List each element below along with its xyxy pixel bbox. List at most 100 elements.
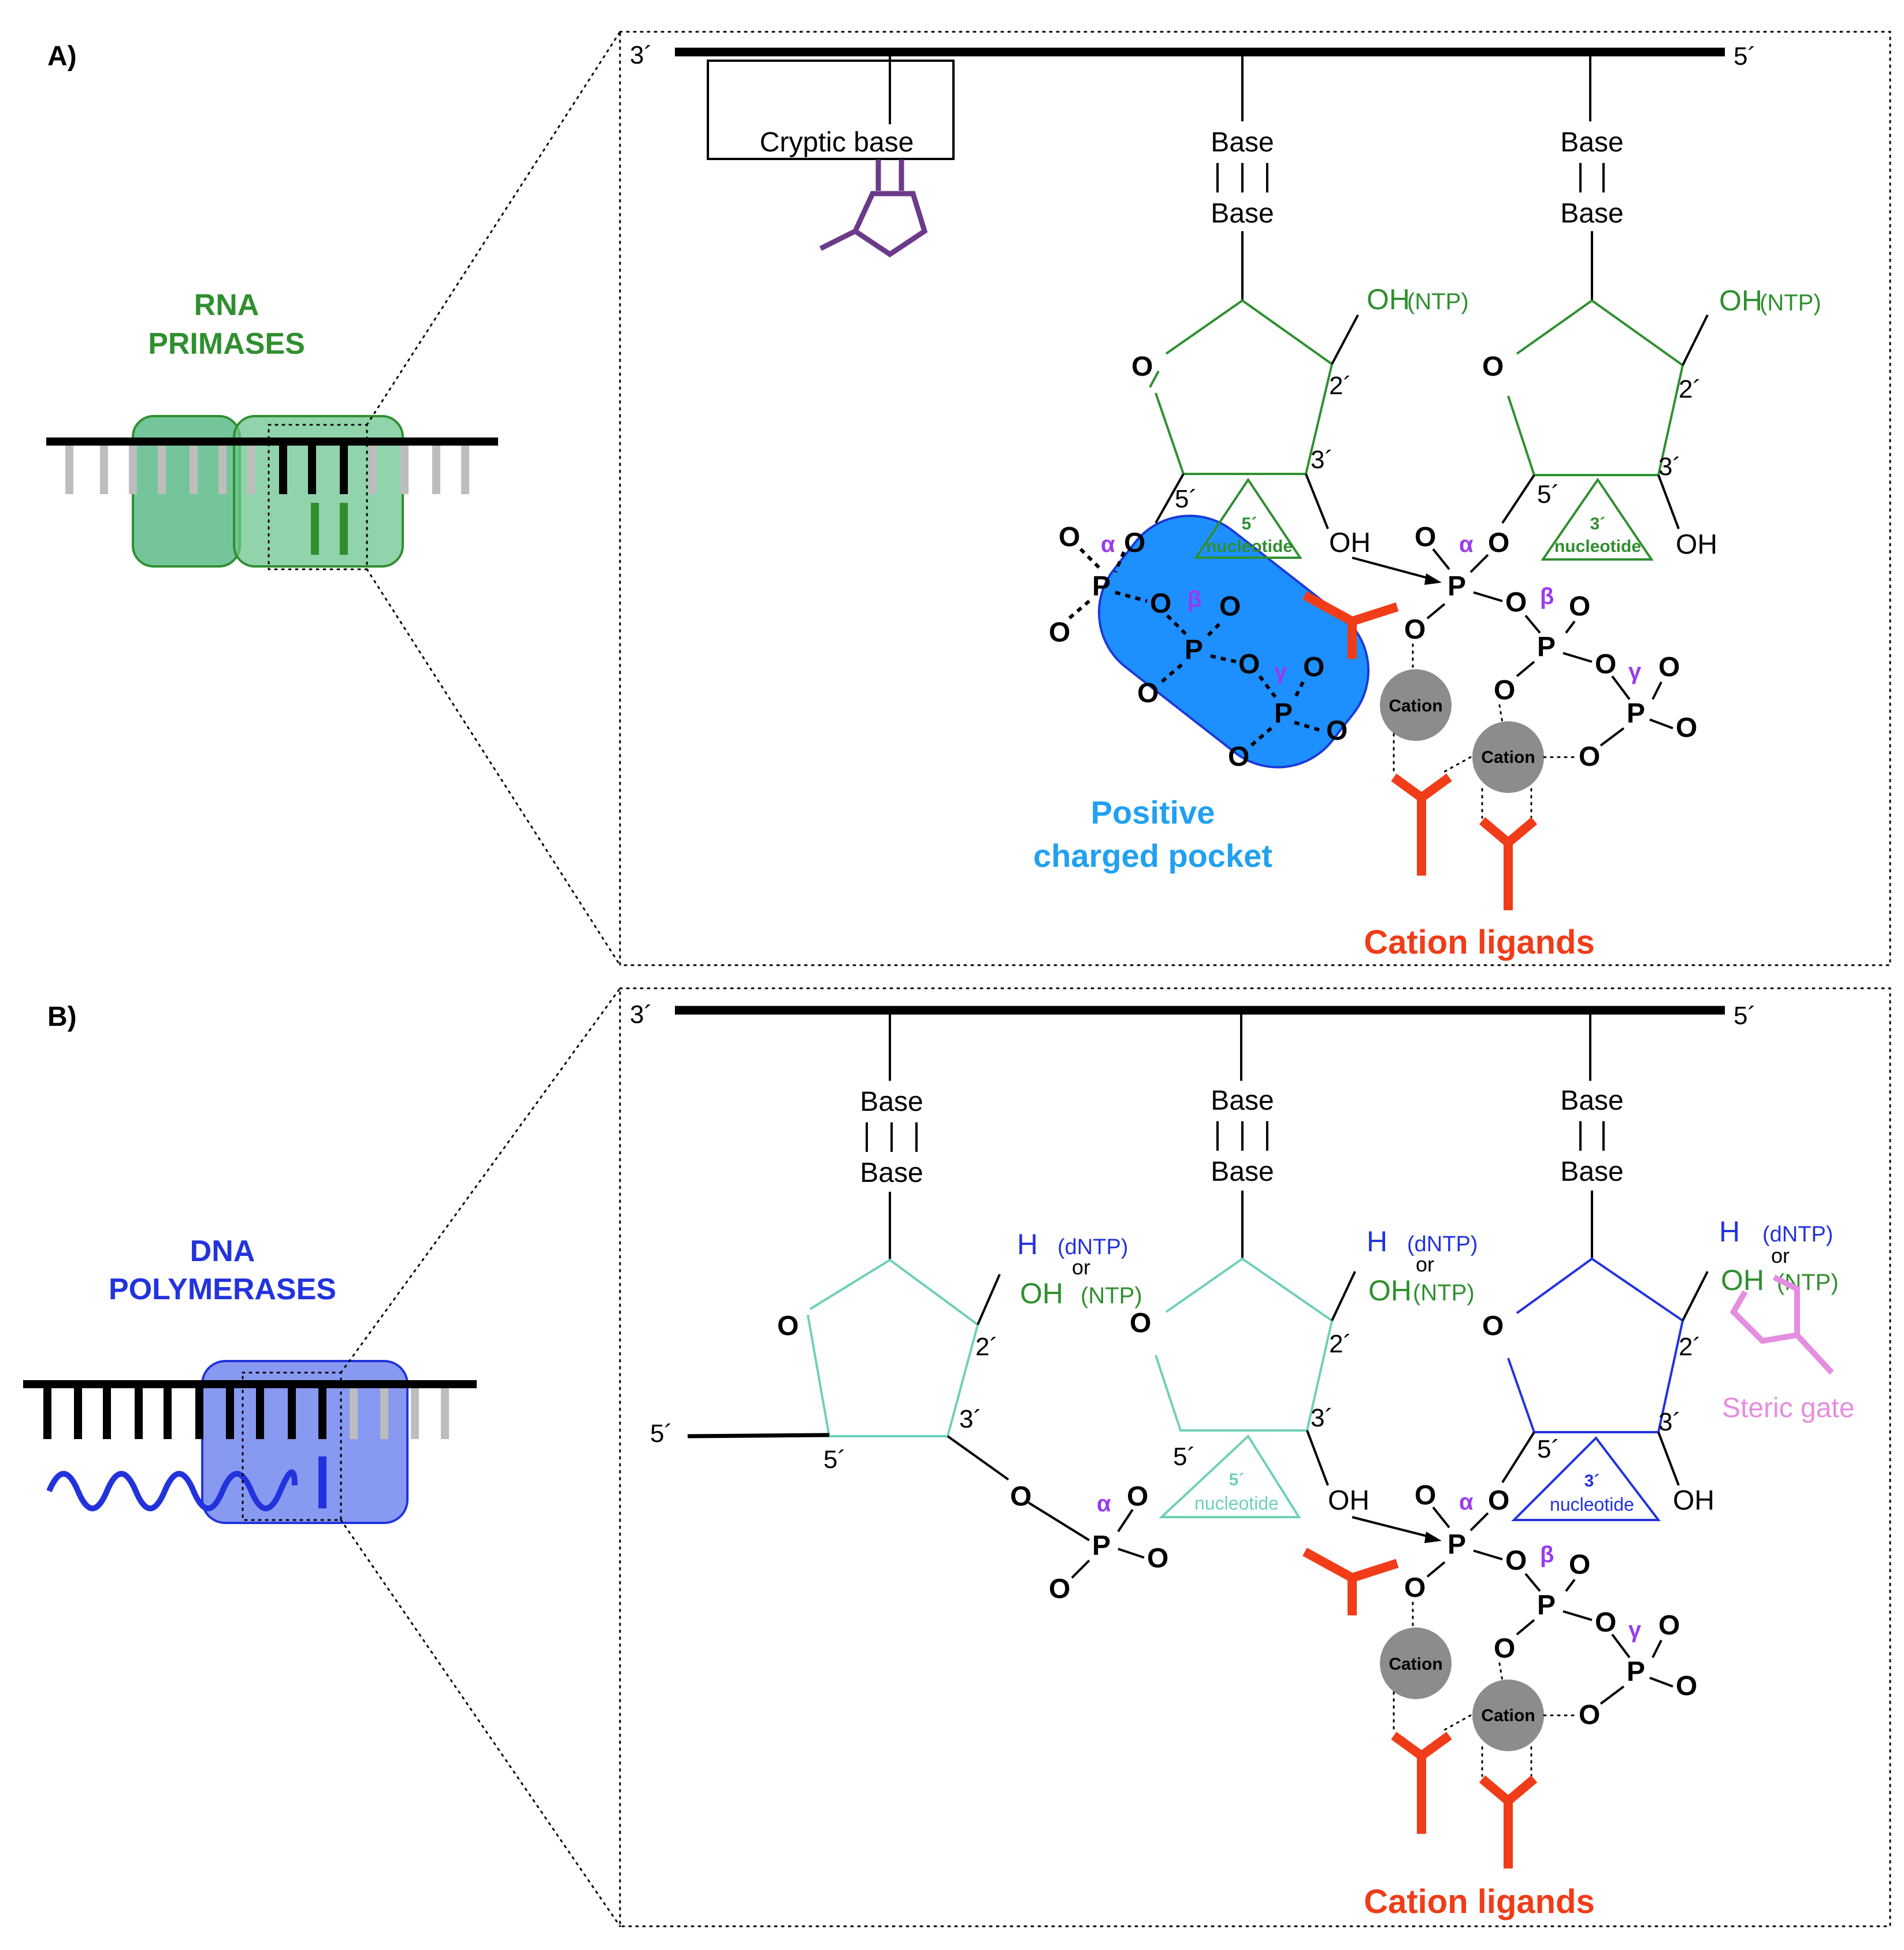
base-bottom: Base bbox=[1211, 198, 1274, 229]
prime-3: 3´ bbox=[959, 1405, 982, 1433]
p-atom: P bbox=[1092, 571, 1111, 602]
o-atom: O bbox=[1488, 528, 1509, 558]
base-bottom: Base bbox=[1560, 198, 1623, 229]
prime-2: 2´ bbox=[1329, 1330, 1352, 1358]
cation-ligands-label: Cation ligands bbox=[1364, 924, 1595, 961]
base-top: Base bbox=[860, 1087, 923, 1117]
prime-3: 3´ bbox=[1658, 453, 1681, 481]
nucleotide-3-label: nucleotide bbox=[1550, 1494, 1634, 1515]
zoom-box-a bbox=[268, 424, 368, 570]
sugar-b-3: O H (dNTP) or OH (NTP) 2´ 3´ 5´ OH 3´ nu… bbox=[1482, 1215, 1854, 1521]
base-pair-b-3: Base Base bbox=[1560, 1010, 1624, 1259]
cation-1 bbox=[1380, 1628, 1452, 1699]
strand-a-3prime: 3´ bbox=[630, 41, 652, 69]
cation-ligands-a: Cation ligands bbox=[1302, 591, 1595, 961]
p-atom: P bbox=[1448, 1529, 1466, 1560]
panel-b: B) DNA POLYMERASES bbox=[23, 987, 1891, 1927]
o-atom: O bbox=[1238, 649, 1260, 680]
nucleotide-3-label: nucleotide bbox=[1554, 537, 1641, 556]
o-atom: O bbox=[1049, 617, 1070, 648]
ligand-y-3 bbox=[1479, 817, 1538, 849]
o-atom: O bbox=[1404, 1573, 1426, 1603]
ntp-label: (NTP) bbox=[1413, 1280, 1475, 1306]
cryptic-sugar-ring bbox=[852, 191, 928, 258]
beta-label: β bbox=[1540, 584, 1554, 609]
o-atom: O bbox=[1150, 588, 1171, 619]
base-pair-b-1: Base Base bbox=[860, 1010, 923, 1260]
panel-a: A) RNA PRIMASES bbox=[46, 31, 1891, 966]
h-label: H bbox=[1719, 1215, 1740, 1248]
o-atom: O bbox=[1404, 614, 1426, 645]
cation-ligands-b: Cation ligands bbox=[1302, 1547, 1595, 1921]
primase-title-line1: RNA bbox=[194, 288, 259, 322]
oh-3prime: OH bbox=[1673, 1485, 1714, 1516]
p-atom: P bbox=[1627, 1656, 1645, 1687]
cation-2-label: Cation bbox=[1481, 748, 1535, 767]
o-atom: O bbox=[1579, 742, 1600, 772]
base-pair-a-2: Base Base bbox=[1560, 52, 1624, 301]
base-top: Base bbox=[1560, 1085, 1623, 1116]
dntp-label: (dNTP) bbox=[1762, 1222, 1833, 1247]
nucleotide-3-prime: 3´ bbox=[1590, 514, 1606, 533]
o-atom: O bbox=[1049, 1574, 1070, 1604]
prime-5: 5´ bbox=[1175, 485, 1197, 513]
cation-1-label: Cation bbox=[1389, 1655, 1442, 1674]
triphosphate-b: O α O P O O β O P O O γ O P O bbox=[1404, 1431, 1697, 1730]
gamma-label: γ bbox=[1628, 1617, 1642, 1643]
template-teeth-b bbox=[43, 1387, 449, 1508]
triphosphate-pocket: O α O P O O β O P O O γ O P O bbox=[1049, 473, 1348, 772]
h-label: H bbox=[1017, 1228, 1038, 1261]
sugar-b-2: O H (dNTP) or OH (NTP) 2´ 3´ 5´ OH 5´ nu… bbox=[1130, 1225, 1478, 1518]
cation-1 bbox=[1380, 669, 1452, 741]
nucleotide-3-triangle bbox=[1541, 477, 1654, 561]
ligand-y-1 bbox=[1302, 1547, 1399, 1583]
o-atom: O bbox=[1579, 1700, 1600, 1730]
oh-ntp-tag: (NTP) bbox=[1760, 290, 1821, 316]
template-teeth-a bbox=[65, 445, 469, 555]
gamma-label: γ bbox=[1274, 659, 1287, 684]
base-pair-b-2: Base Base bbox=[1211, 1010, 1274, 1259]
zoom-frame-a bbox=[619, 31, 1891, 966]
prime-2: 2´ bbox=[975, 1333, 998, 1361]
o-atom: O bbox=[1494, 1633, 1515, 1664]
zoom-frame-b bbox=[619, 987, 1891, 1927]
o-atom: O bbox=[1228, 742, 1249, 772]
base-bottom: Base bbox=[1211, 1156, 1274, 1187]
p-atom: P bbox=[1448, 571, 1466, 602]
o-atom: O bbox=[1147, 1543, 1168, 1574]
prime-3: 3´ bbox=[1311, 446, 1333, 474]
o-atom: O bbox=[1127, 1481, 1148, 1512]
nucleotide-5-label: nucleotide bbox=[1206, 537, 1293, 556]
cations-b: Cation Cation bbox=[1380, 1601, 1578, 1777]
alpha-label: α bbox=[1459, 1489, 1474, 1515]
prime-5: 5´ bbox=[1537, 1435, 1560, 1463]
base-top: Base bbox=[1211, 1085, 1274, 1116]
o-atom: O bbox=[1569, 1549, 1590, 1580]
strand-b-3prime: 3´ bbox=[630, 1000, 652, 1029]
primase-cartoon: RNA PRIMASES bbox=[46, 288, 498, 570]
o-atom: O bbox=[1505, 1545, 1527, 1576]
ligand-y-3 bbox=[1479, 1775, 1538, 1807]
p-atom: P bbox=[1092, 1530, 1111, 1561]
o-atom: O bbox=[1658, 652, 1680, 683]
o-atom: O bbox=[1010, 1481, 1031, 1512]
zoom-box-b bbox=[242, 1371, 342, 1521]
o-atom: O bbox=[1569, 591, 1590, 622]
attack-arrow-b bbox=[1352, 1516, 1442, 1543]
base-top: Base bbox=[1560, 127, 1623, 158]
base-top: Base bbox=[1211, 127, 1274, 158]
strand-a-5prime: 5´ bbox=[1734, 42, 1756, 71]
cation-2-label: Cation bbox=[1481, 1706, 1535, 1725]
zoom-line-a-top bbox=[366, 31, 621, 426]
o-atom: O bbox=[1488, 1485, 1509, 1516]
strand-5prime: 5´ bbox=[650, 1419, 673, 1448]
oh-label: OH bbox=[1368, 1274, 1412, 1307]
prime-2: 2´ bbox=[1329, 372, 1352, 400]
o-atom: O bbox=[1676, 713, 1697, 743]
oh-3prime: OH bbox=[1329, 528, 1371, 558]
steric-gate-label: Steric gate bbox=[1722, 1393, 1854, 1423]
prime-5: 5´ bbox=[823, 1445, 846, 1474]
panel-a-label: A) bbox=[47, 41, 77, 72]
base-bottom: Base bbox=[1560, 1156, 1623, 1187]
p-atom: P bbox=[1537, 632, 1556, 662]
